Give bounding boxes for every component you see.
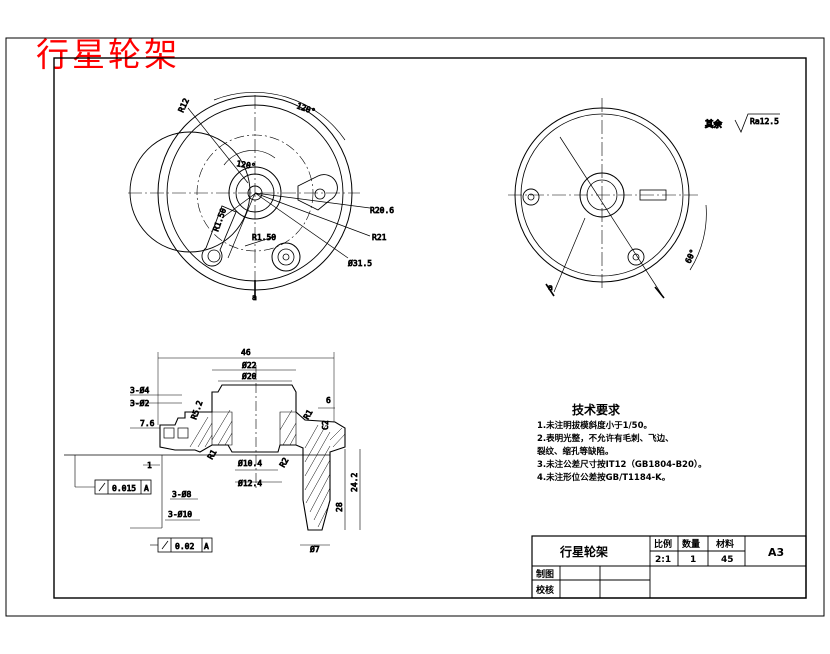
dim-c2: C2 [321, 420, 330, 430]
section-mark-a-right: a [548, 283, 553, 292]
dim-6: 6 [326, 396, 331, 405]
title-block-material: 45 [721, 555, 734, 565]
dim-d20: Ø20 [242, 371, 257, 381]
dim-d7: Ø7 [310, 544, 320, 554]
dim-r1-50-a: R1.50 [211, 207, 228, 233]
dim-d31-5: Ø31.5 [348, 258, 372, 268]
title-block-sheet: A3 [768, 546, 784, 559]
dim-24-2: 24.2 [350, 473, 359, 492]
dim-120-inner: 120° [236, 159, 257, 171]
dim-r5-2: R5.2 [189, 399, 204, 420]
tech-req-line-5: 4.未注形位公差按GB/T1184-K。 [537, 472, 670, 483]
tol2-datum: A [204, 542, 209, 551]
title-block-drawn: 制图 [536, 568, 554, 580]
title-block-qty-header: 数量 [682, 538, 700, 550]
tech-req-title: 技术要求 [572, 402, 621, 417]
tech-req-line-4: 3.未注公差尺寸按IT12（GB1804-B20）。 [537, 459, 707, 470]
title-block-scale: 2:1 [655, 555, 671, 565]
dim-r1-50-b: R1.50 [252, 233, 276, 242]
dim-1: 1 [147, 461, 152, 470]
dim-7-6: 7.6 [140, 419, 155, 428]
dim-d22: Ø22 [242, 360, 257, 370]
dim-60-degree: 60° [684, 248, 698, 265]
tech-req-line-2: 2.表明光整，不允许有毛刺、飞边、 [537, 433, 674, 444]
section-mark-a-left: a [252, 293, 257, 302]
dim-3-d2: 3-Ø2 [130, 398, 149, 408]
outer-border [5, 37, 825, 617]
dim-r20-6: R20.6 [370, 206, 394, 215]
dim-d12-4: Ø12.4 [238, 478, 262, 488]
top-left-view [128, 91, 371, 300]
dim-3-d10: 3-Ø10 [168, 509, 192, 519]
top-right-view [508, 98, 780, 299]
section-view [64, 352, 361, 553]
tol1-value: 0.015 [112, 484, 136, 493]
surface-note-label: 其余 [705, 119, 723, 130]
title-block-checked: 校核 [536, 584, 554, 596]
title-block [531, 535, 807, 599]
dim-28: 28 [335, 502, 344, 512]
dim-3-d8: 3-Ø8 [172, 489, 191, 499]
dim-46: 46 [241, 348, 251, 357]
title-block-name: 行星轮架 [559, 544, 608, 559]
tol1-datum: A [144, 484, 149, 493]
dim-d10-4: Ø10.4 [238, 458, 262, 468]
inner-border [53, 57, 807, 599]
tol2-value: 0.02 [175, 542, 194, 551]
title-block-qty: 1 [690, 555, 696, 565]
title-block-scale-header: 比例 [654, 538, 672, 550]
dim-r12: R12 [177, 97, 191, 114]
tech-req-line-3: 裂纹、缩孔等缺陷。 [536, 446, 614, 457]
dim-r1-left: R1 [206, 448, 219, 461]
tech-req-line-1: 1.未注明拔模斜度小于1/50。 [537, 420, 652, 431]
drawing-title-overlay: 行星轮架 [36, 35, 180, 74]
dim-3-d4: 3-Ø4 [130, 385, 149, 395]
dim-120-outer: 120° [295, 101, 316, 116]
roughness-value: Ra12.5 [750, 117, 779, 126]
title-block-material-header: 材料 [715, 538, 734, 550]
dim-r2: R2 [278, 456, 291, 469]
dim-r21: R21 [372, 233, 387, 242]
